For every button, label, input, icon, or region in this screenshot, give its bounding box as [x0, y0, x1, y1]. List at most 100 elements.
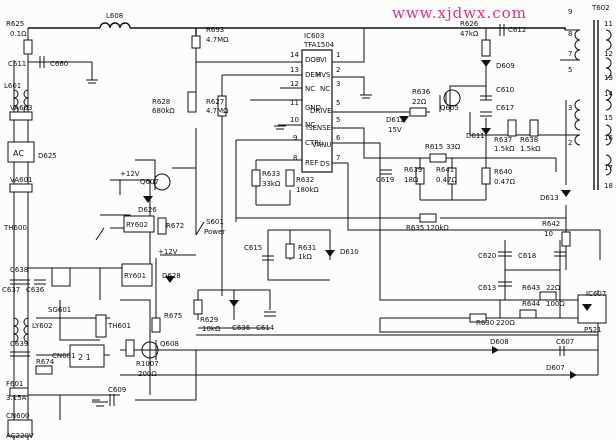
c620: C620	[478, 252, 496, 260]
r633-ref: R633	[262, 170, 280, 178]
ic603-pin-11-name: GND	[305, 104, 321, 112]
d625: D625	[38, 152, 57, 160]
s601-sub: Power	[204, 228, 225, 236]
r630-ref: R630	[476, 319, 494, 327]
ic603-pin-5a-name: DRIVE	[310, 107, 332, 115]
v12-a: +12V	[120, 170, 140, 178]
d625-symbol: AC	[13, 149, 24, 158]
c613: C613	[478, 284, 496, 292]
ts-15: 15	[604, 114, 613, 122]
ts-13: 13	[604, 74, 613, 82]
r1007-ref: R1007	[136, 360, 159, 368]
ts-12: 12	[604, 50, 613, 58]
ly602: LY602	[32, 322, 53, 330]
tp-8: 8	[568, 30, 572, 38]
r615-ref: R615	[425, 143, 443, 151]
tp-3: 3	[568, 104, 572, 112]
f601-val: 3.15A	[6, 394, 27, 402]
p521: P521	[584, 326, 602, 334]
l601: L601	[4, 82, 21, 90]
ic603: IC603 TFA1504 14 DOB 13 DEM 12 NC 11 GND…	[290, 32, 341, 173]
ry602: RY602	[126, 221, 148, 229]
r631-val: 1kΩ	[298, 253, 313, 261]
ic603-pin-1-name: VI	[320, 56, 327, 64]
r635-ref: R635	[406, 224, 424, 232]
r693-ref: R693	[206, 26, 224, 34]
r628-val: 680kΩ	[152, 107, 175, 115]
s601: S601	[206, 218, 224, 226]
r630-val: 220Ω	[496, 319, 515, 327]
r675: R675	[164, 312, 182, 320]
c637: C637	[2, 286, 20, 294]
ic603-pin-12: 12	[290, 80, 299, 88]
c617: C617	[496, 104, 514, 112]
ic603-pin-10-name: NC	[305, 121, 315, 129]
c612: C612	[508, 26, 526, 34]
l608: L608	[106, 12, 123, 20]
ts-17: 17	[604, 164, 613, 172]
c611: C611	[8, 60, 26, 68]
d613: D613	[540, 194, 559, 202]
r642-val: 10	[544, 230, 553, 238]
r635-val: 120kΩ	[426, 224, 449, 232]
ic603-pin-9: 9	[293, 134, 297, 142]
r637-val: 1.5kΩ	[494, 145, 515, 153]
ry601: RY601	[124, 272, 146, 280]
r626-val: 47kΩ	[460, 30, 479, 38]
d611: D611	[466, 132, 485, 140]
r640-ref: R640	[494, 168, 512, 176]
r640-val: 0.47Ω	[494, 178, 516, 186]
ic603-part: TFA1504	[303, 41, 335, 49]
d612: D612	[386, 116, 405, 124]
q605: Q605	[440, 104, 459, 112]
c636: C636	[26, 286, 45, 294]
d612-val: 15V	[388, 126, 402, 134]
d626: D626	[138, 206, 157, 214]
ic603-left-pins: 14 DOB 13 DEM 12 NC 11 GND 10 NC 9 CTRL …	[290, 51, 323, 167]
c607: C607	[556, 338, 574, 346]
va601: VA601	[10, 176, 33, 184]
f601: F601	[6, 380, 23, 388]
ic603-pin-3: 3	[336, 80, 340, 88]
ground-symbols	[86, 79, 372, 407]
c619: C619	[376, 176, 394, 184]
v12-b: +12V	[158, 248, 178, 256]
r638-ref: R638	[520, 136, 538, 144]
ts-18: 18	[604, 182, 613, 190]
ic603-pin-2: 2	[336, 66, 340, 74]
d610: D610	[340, 248, 359, 256]
ts-14: 14	[604, 90, 613, 98]
ts-16: 16	[604, 134, 613, 142]
tp-7: 7	[568, 50, 572, 58]
ic603-pin-6: 6	[336, 134, 341, 142]
c614: C614	[256, 324, 275, 332]
r625-val: 0.1Ω	[10, 30, 27, 38]
ic603-pin-1: 1	[336, 51, 340, 59]
c638: C638	[10, 266, 28, 274]
transformer-t602: T602 9 8 7 5 3 2 11 12 13 14 15 16 17 18	[568, 4, 613, 190]
r643-val: 22Ω	[546, 284, 561, 292]
tp-9: 9	[568, 8, 572, 16]
q608: Q608	[160, 340, 179, 348]
ic603-pin-5a: 5	[336, 99, 340, 107]
r644-ref: R644	[522, 300, 541, 308]
r625-ref: R625	[6, 20, 24, 28]
ic603-pin-14: 14	[290, 51, 299, 59]
r627-ref: R627	[206, 98, 224, 106]
ic603-pin-5b: 5	[336, 116, 340, 124]
th600: TH600	[3, 224, 27, 232]
cn601: CN601	[52, 352, 76, 360]
cn600-val: AC220V	[6, 432, 34, 440]
r693-val: 4.7MΩ	[206, 36, 229, 44]
r629-ref: R629	[200, 316, 218, 324]
r636-val: 22Ω	[412, 98, 427, 106]
component-symbols: AC	[7, 22, 607, 437]
ic603-ref: IC603	[304, 32, 324, 40]
r626-ref: R626	[460, 20, 479, 28]
r644-val: 100Ω	[546, 300, 565, 308]
ic603-pin-12-name: NC	[305, 85, 315, 93]
r641-ref: R641	[436, 166, 454, 174]
r636-ref: R636	[412, 88, 431, 96]
r639-ref: R639	[404, 166, 422, 174]
